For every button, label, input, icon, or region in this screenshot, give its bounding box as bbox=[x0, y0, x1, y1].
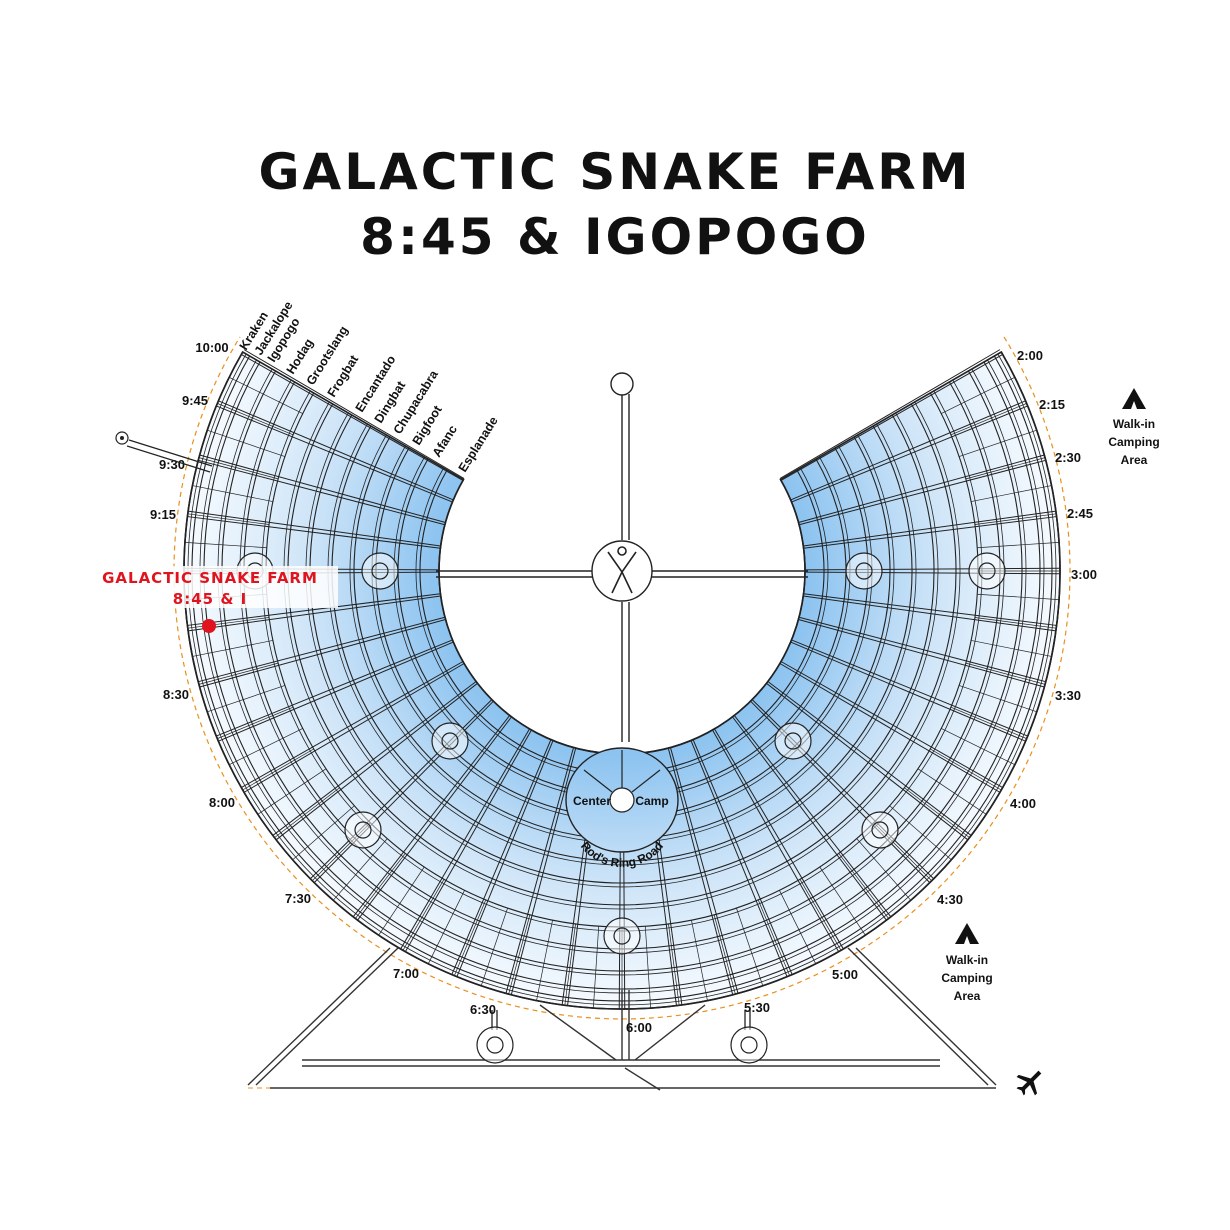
plaza[interactable] bbox=[603, 917, 641, 955]
marker-label-line1: GALACTIC SNAKE FARM bbox=[102, 569, 318, 587]
camping-label: Area bbox=[954, 989, 981, 1003]
walk-in-camping-southeast[interactable]: Walk-in Camping Area bbox=[941, 923, 993, 1003]
location-pin-icon bbox=[202, 619, 216, 633]
plaza[interactable] bbox=[730, 1026, 768, 1064]
clock-label: 4:30 bbox=[937, 892, 963, 907]
clock-label: 2:15 bbox=[1039, 397, 1065, 412]
clock-label: 3:30 bbox=[1055, 688, 1081, 703]
plaza[interactable] bbox=[431, 722, 469, 760]
plaza[interactable] bbox=[774, 722, 812, 760]
clock-label: 2:30 bbox=[1055, 450, 1081, 465]
clock-label: 6:00 bbox=[626, 1020, 652, 1035]
plaza[interactable] bbox=[344, 811, 382, 849]
plazas bbox=[236, 552, 1006, 1064]
clock-label: 8:30 bbox=[163, 687, 189, 702]
clock-label: 5:30 bbox=[744, 1000, 770, 1015]
outpost-9-30[interactable] bbox=[115, 431, 213, 473]
clock-label: 7:30 bbox=[285, 891, 311, 906]
clock-label: 5:00 bbox=[832, 967, 858, 982]
man-icon bbox=[607, 546, 637, 594]
walk-in-camping-northeast[interactable]: Walk-in Camping Area bbox=[1108, 388, 1160, 467]
clock-label: 3:00 bbox=[1071, 567, 1097, 582]
map-title: GALACTIC SNAKE FARM bbox=[258, 143, 972, 201]
plaza[interactable] bbox=[861, 811, 899, 849]
clock-label: 6:30 bbox=[470, 1002, 496, 1017]
camping-label: Area bbox=[1121, 453, 1148, 467]
clock-label: 10:00 bbox=[195, 340, 228, 355]
tent-icon bbox=[1122, 388, 1146, 409]
clock-label: 2:00 bbox=[1017, 348, 1043, 363]
plaza[interactable] bbox=[361, 552, 399, 590]
map-subtitle: 8:45 & IGOPOGO bbox=[360, 208, 870, 266]
tent-icon bbox=[955, 923, 979, 944]
center-camp-label-left: Center bbox=[573, 794, 611, 808]
center-camp[interactable]: Center Camp Rod's Ring Road bbox=[565, 747, 679, 870]
clock-label: 9:15 bbox=[150, 507, 176, 522]
marker-label-line2: 8:45 & I bbox=[173, 590, 247, 608]
street-label: Esplanade bbox=[456, 414, 501, 474]
the-man[interactable] bbox=[436, 372, 808, 742]
street-label: Afanc bbox=[430, 423, 460, 460]
plaza[interactable] bbox=[845, 552, 883, 590]
plaza[interactable] bbox=[968, 552, 1006, 590]
camp-location-marker[interactable]: GALACTIC SNAKE FARM 8:45 & I bbox=[80, 566, 338, 633]
clock-label: 2:45 bbox=[1067, 506, 1093, 521]
camping-label: Camping bbox=[941, 971, 992, 985]
camping-label: Walk-in bbox=[1113, 417, 1155, 431]
camping-label: Camping bbox=[1108, 435, 1159, 449]
clock-label: 9:45 bbox=[182, 393, 208, 408]
clock-label: 8:00 bbox=[209, 795, 235, 810]
center-camp-label-right: Camp bbox=[635, 794, 668, 808]
clock-label: 9:30 bbox=[159, 457, 185, 472]
clock-label: 7:00 bbox=[393, 966, 419, 981]
airplane-icon[interactable] bbox=[1011, 1063, 1049, 1101]
plaza[interactable] bbox=[476, 1026, 514, 1064]
clock-label: 4:00 bbox=[1010, 796, 1036, 811]
camping-label: Walk-in bbox=[946, 953, 988, 967]
